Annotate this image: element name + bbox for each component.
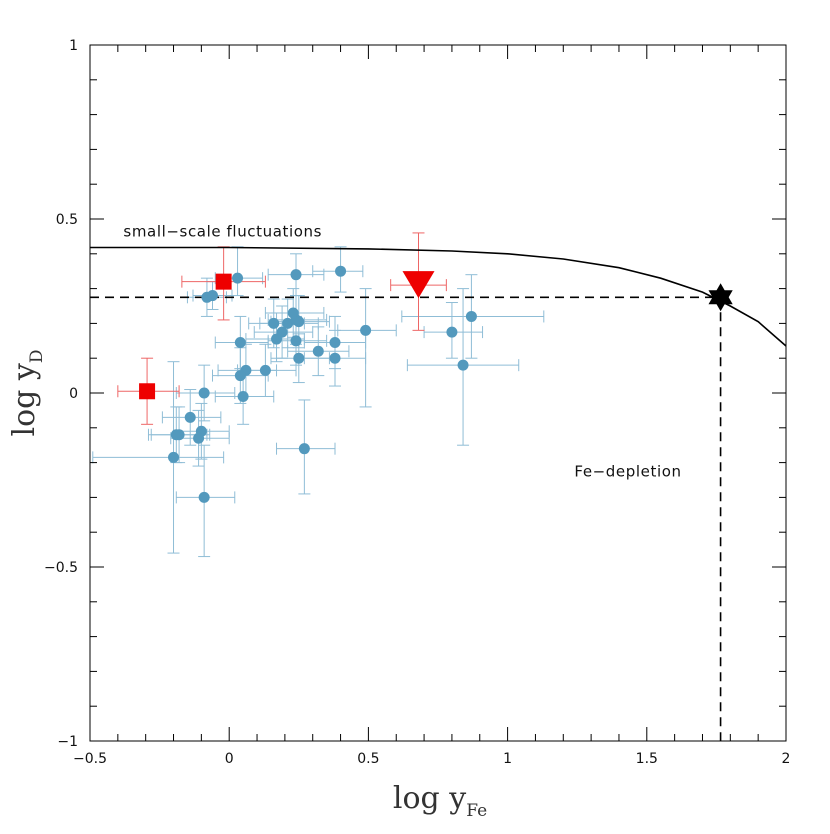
data-point-circle	[193, 432, 205, 444]
model-curve-group	[90, 246, 787, 347]
data-point-circle	[290, 335, 302, 347]
x-axis-label-main: log y	[393, 781, 466, 816]
data-point-circle	[234, 337, 246, 349]
x-tick-label: 0.5	[357, 751, 379, 767]
data-point-circle	[293, 352, 305, 364]
data-point-circle	[282, 317, 294, 329]
data-point-circle	[329, 337, 341, 349]
y-tick-label: 1	[69, 38, 78, 54]
data-point-circle	[329, 352, 341, 364]
y-axis-label: log yD	[7, 350, 47, 437]
star-marker-down	[708, 290, 733, 312]
y-tick-label: −0.5	[44, 560, 78, 576]
data-point-circle	[184, 411, 196, 423]
y-tick-label: −1	[57, 734, 78, 750]
data-point-circle	[259, 364, 271, 376]
data-point-triangle-down	[402, 271, 435, 299]
x-tick-label: −0.5	[73, 751, 107, 767]
data-point-circle	[234, 370, 246, 382]
error-bars	[92, 232, 545, 558]
data-point-circle	[457, 359, 469, 371]
x-tick-label: 1	[503, 751, 512, 767]
reference-lines	[90, 296, 722, 741]
data-point-circle	[268, 317, 280, 329]
data-point-circle	[232, 272, 244, 284]
data-point-circle	[312, 345, 324, 357]
data-point-square	[215, 273, 232, 290]
annotation-small-scale-fluctuations: small−scale fluctuations	[123, 222, 322, 240]
data-point-circle	[170, 429, 182, 441]
y-tick-label: 0.5	[56, 212, 78, 228]
x-tick-label: 2	[782, 751, 791, 767]
data-point-circle	[168, 451, 180, 463]
x-axis-label-subscript: Fe	[466, 801, 487, 821]
y-tick-label: 0	[69, 386, 78, 402]
x-tick-label: 1.5	[636, 751, 658, 767]
data-points	[139, 265, 733, 503]
data-point-circle	[446, 326, 458, 338]
data-point-circle	[293, 316, 305, 328]
x-axis-label: log yFe	[393, 781, 487, 821]
data-point-circle	[237, 390, 249, 402]
axis-ticks	[89, 44, 787, 742]
data-point-circle	[206, 290, 218, 302]
data-point-circle	[335, 265, 347, 277]
data-point-circle	[465, 310, 477, 322]
data-point-circle	[198, 387, 210, 399]
data-point-circle	[298, 443, 310, 455]
data-point-circle	[276, 326, 288, 338]
x-tick-label: 0	[225, 751, 234, 767]
data-point-circle	[360, 324, 372, 336]
model-curve	[90, 246, 787, 347]
y-axis-label-subscript: D	[27, 350, 47, 364]
data-point-square	[139, 383, 156, 400]
data-point-circle	[290, 269, 302, 281]
data-point-circle	[198, 491, 210, 503]
annotation-fe-depletion: Fe−depletion	[574, 463, 681, 481]
y-axis-label-main: log y	[7, 363, 42, 436]
